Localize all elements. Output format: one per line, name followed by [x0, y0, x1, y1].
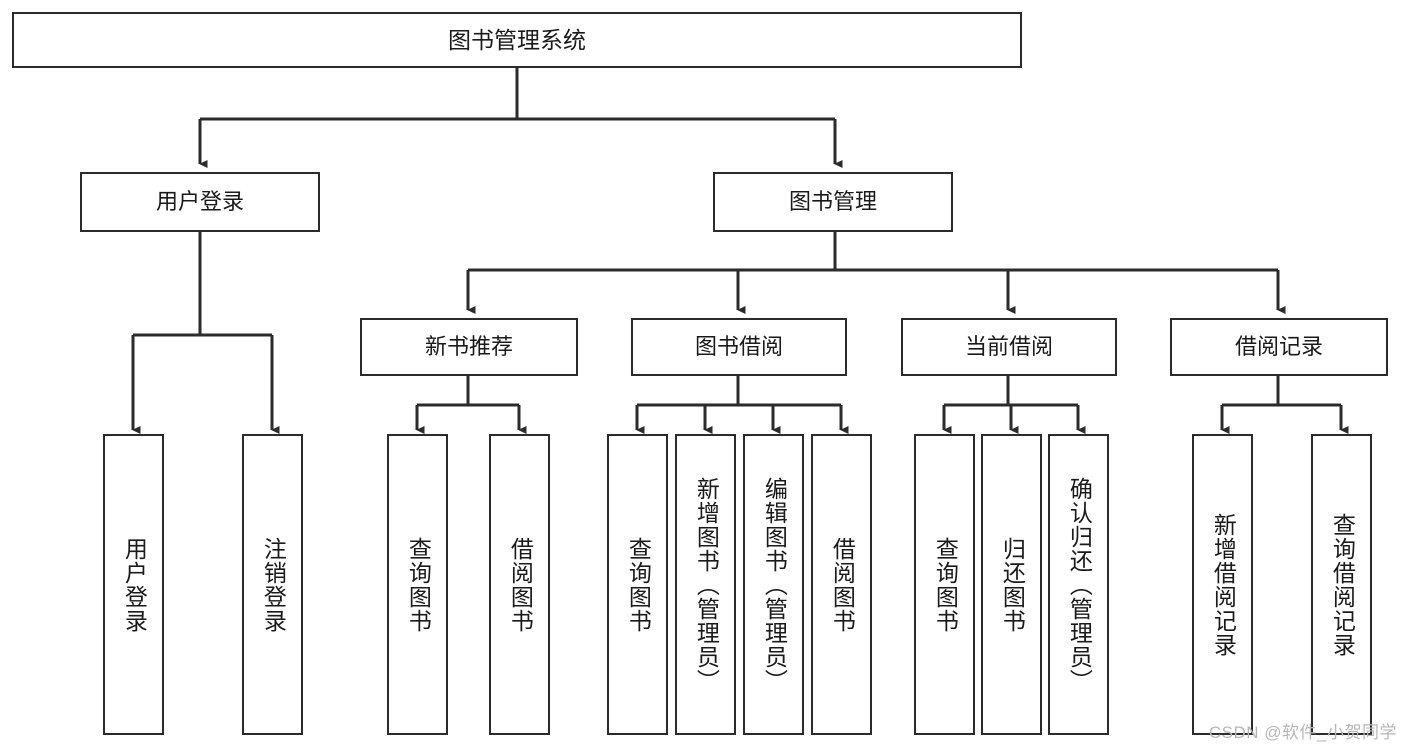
node-label: 新增借阅记录 — [1210, 512, 1237, 657]
node-leaf-current-confirm-return-admin[interactable]: 确认归还（管理员） — [1048, 434, 1109, 735]
node-leaf-current-return-book[interactable]: 归还图书 — [981, 434, 1042, 735]
node-leaf-record-query-record[interactable]: 查询借阅记录 — [1311, 434, 1372, 735]
node-new-book-recommend[interactable]: 新书推荐 — [360, 318, 578, 376]
node-label: 查询借阅记录 — [1329, 512, 1356, 657]
node-label: 新书推荐 — [424, 334, 513, 360]
node-label: 当前借阅 — [964, 334, 1053, 360]
node-label: 图书借阅 — [694, 334, 783, 360]
node-label: 归还图书 — [999, 536, 1026, 633]
node-label: 借阅图书 — [507, 536, 534, 633]
node-borrow-record[interactable]: 借阅记录 — [1170, 318, 1388, 376]
node-label: 编辑图书（管理员） — [761, 476, 788, 693]
node-label: 查询图书 — [932, 536, 959, 633]
node-label: 查询图书 — [625, 536, 652, 633]
node-current-borrow[interactable]: 当前借阅 — [901, 318, 1117, 376]
node-label: 注销登录 — [260, 536, 287, 633]
node-book-management[interactable]: 图书管理 — [713, 172, 953, 232]
node-label: 图书管理 — [788, 189, 877, 215]
node-root-library-system[interactable]: 图书管理系统 — [12, 12, 1022, 68]
node-user-login[interactable]: 用户登录 — [80, 172, 320, 232]
node-label: 借阅记录 — [1234, 334, 1323, 360]
node-book-borrow[interactable]: 图书借阅 — [631, 318, 847, 376]
node-leaf-user-login-login[interactable]: 用户登录 — [103, 434, 164, 735]
node-leaf-borrow-add-book-admin[interactable]: 新增图书（管理员） — [675, 434, 736, 735]
node-label: 用户登录 — [121, 536, 148, 633]
node-label: 用户登录 — [155, 189, 244, 215]
node-label: 图书管理系统 — [448, 26, 586, 53]
node-leaf-record-add-record[interactable]: 新增借阅记录 — [1192, 434, 1253, 735]
node-leaf-borrow-query-book[interactable]: 查询图书 — [607, 434, 668, 735]
node-leaf-new-book-query[interactable]: 查询图书 — [387, 434, 448, 735]
node-label: 借阅图书 — [829, 536, 856, 633]
node-leaf-borrow-borrow-book[interactable]: 借阅图书 — [811, 434, 872, 735]
node-leaf-current-query-book[interactable]: 查询图书 — [914, 434, 975, 735]
csdn-watermark: CSDN @软件_小贺同学 — [1208, 723, 1397, 742]
node-label: 确认归还（管理员） — [1066, 476, 1093, 693]
node-label: 查询图书 — [405, 536, 432, 633]
node-leaf-borrow-edit-book-admin[interactable]: 编辑图书（管理员） — [743, 434, 804, 735]
node-label: 新增图书（管理员） — [693, 476, 720, 693]
node-leaf-user-login-logout[interactable]: 注销登录 — [242, 434, 303, 735]
node-leaf-new-book-borrow[interactable]: 借阅图书 — [489, 434, 550, 735]
